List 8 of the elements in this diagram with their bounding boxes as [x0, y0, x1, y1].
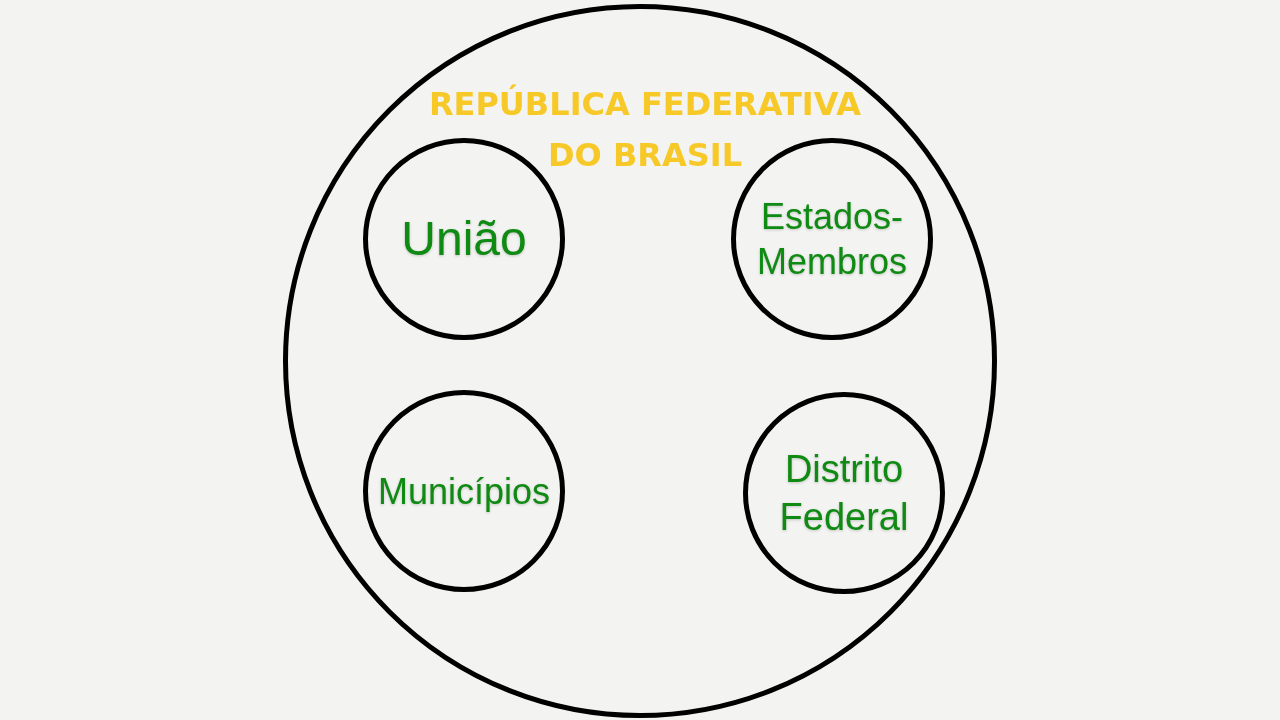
title-text: REPÚBLICA FEDERATIVA DO BRASIL: [427, 83, 863, 177]
circle: [363, 390, 565, 592]
circle-label: União: [400, 211, 528, 267]
circle-label: Municípios: [376, 469, 552, 514]
circle-label: Distrito Federal: [778, 446, 910, 539]
circle: [743, 392, 945, 594]
circle-label: Estados-Membros: [756, 195, 908, 284]
circle: [283, 4, 997, 718]
